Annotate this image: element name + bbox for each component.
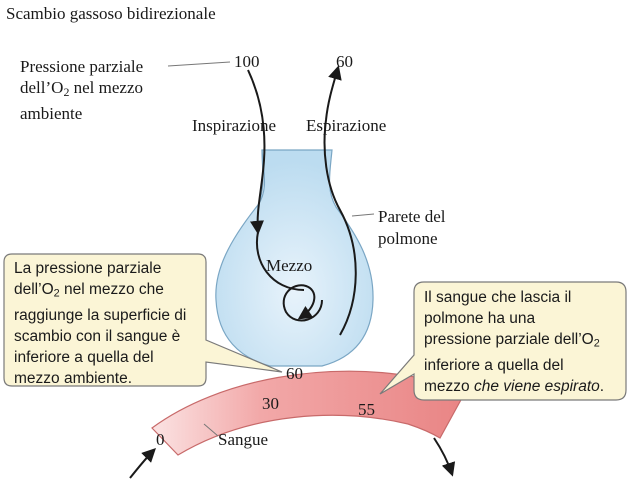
callout-right-line1: Il sangue che lascia il xyxy=(424,289,572,306)
ambient-pressure-label: Pressione parziale dell’O2 nel mezzo amb… xyxy=(20,56,143,124)
callout-left-line3: raggiunge la superficie di xyxy=(14,306,187,324)
blood-vessel xyxy=(151,370,463,456)
spiral-arrow xyxy=(282,284,323,322)
lung-wall-label-line1: Parete del xyxy=(378,207,446,226)
ambient-leader-line xyxy=(167,61,231,67)
expired-value: 60 xyxy=(336,52,353,71)
blood-in-arrow xyxy=(129,448,156,479)
blood-middle-value: 30 xyxy=(262,394,279,413)
callout-right-text: Il sangue che lascia il polmone ha una p… xyxy=(424,287,604,397)
callout-right-shape xyxy=(379,281,627,401)
blood-out-arrow xyxy=(433,437,456,477)
callout-left-line4: scambio con il sangue è xyxy=(14,327,181,345)
callout-left-line1: La pressione parziale xyxy=(14,260,162,277)
ambient-value: 100 xyxy=(234,52,260,71)
callout-left-text: La pressione parziale dell’O2 nel mezzo … xyxy=(14,258,186,389)
callout-right-line3: pressione parziale dell’O2 xyxy=(424,331,600,350)
callout-right-line2: polmone ha una xyxy=(424,310,536,327)
medium-label: Mezzo xyxy=(266,256,313,275)
lung-wall-label-line2: polmone xyxy=(378,229,438,248)
callout-left-shape xyxy=(3,253,283,387)
expiration-arrow xyxy=(323,65,357,336)
inspiration-label: Inspirazione xyxy=(192,116,277,135)
blood-start-value: 0 xyxy=(156,430,165,449)
expiration-label: Espirazione xyxy=(306,116,387,135)
exchange-surface-value: 60 xyxy=(286,364,303,383)
diagram-title: Scambio gassoso bidirezionale xyxy=(6,4,216,23)
blood-label: Sangue xyxy=(218,430,269,449)
callout-left-line2: dell’O2 nel mezzo che xyxy=(14,281,164,300)
callout-right-line5: mezzo che viene espirato. xyxy=(424,377,605,395)
lung-wall-leader-line xyxy=(351,213,375,217)
inspiration-arrow xyxy=(247,69,266,235)
callout-left-line5: inferiore a quella del xyxy=(14,348,154,366)
lung-wall-label: Parete del polmone xyxy=(378,206,446,250)
callout-right-line4: inferiore a quella del xyxy=(424,356,564,374)
blood-leader-line xyxy=(203,423,219,437)
inner-flow-line xyxy=(255,231,305,291)
callout-left-line6: mezzo ambiente. xyxy=(14,369,133,387)
ambient-label-line2: dell’O2 nel mezzo xyxy=(20,78,144,99)
ambient-label-line1: Pressione parziale xyxy=(20,57,144,76)
blood-end-value: 55 xyxy=(358,400,375,419)
ambient-label-line3: ambiente xyxy=(20,103,83,123)
lung-body xyxy=(215,149,374,367)
